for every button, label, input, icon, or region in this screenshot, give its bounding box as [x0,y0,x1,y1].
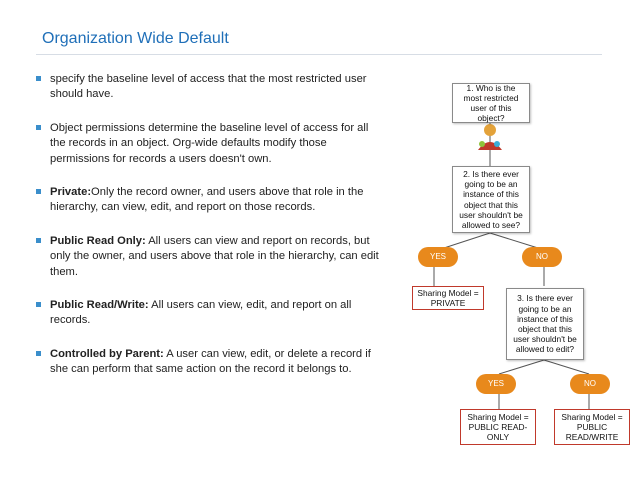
bullet-item: Object permissions determine the baselin… [36,121,384,167]
bullet-item: Public Read/Write: All users can view, e… [36,298,384,329]
private-model-box: Sharing Model = PRIVATE [412,286,484,310]
bullet-text: All users can view, edit, and report on … [50,299,352,327]
yes-badge: YES [476,374,516,394]
bullet-item: Public Read Only: All users can view and… [36,234,384,280]
bullet-marker [36,350,41,356]
public-read-write-text: Sharing Model = PUBLIC READ/WRITE [561,411,623,443]
bullet-item: Private:Only the record owner, and users… [36,185,384,216]
bullet-marker [36,189,41,195]
bullet-bold: Public Read/Write: [50,299,149,312]
question-3-text: 3. Is there ever going to be an instance… [513,293,577,355]
bullet-marker [36,302,41,308]
public-read-only-box: Sharing Model = PUBLIC READ-ONLY [460,409,536,445]
question-3-box: 3. Is there ever going to be an instance… [506,288,584,360]
bullet-text: specify the baseline level of access tha… [50,73,367,101]
bullet-marker [36,237,41,243]
flowchart-connectors [433,123,590,409]
public-read-write-box: Sharing Model = PUBLIC READ/WRITE [554,409,630,445]
no-badge: NO [570,374,610,394]
bullet-bold: Public Read Only: [50,234,146,247]
bullet-marker [36,124,41,130]
person-icon [478,124,502,150]
title-divider [36,54,602,55]
question-1-text: 1. Who is the most restricted user of th… [463,82,519,124]
bullet-text: A user can view, edit, or delete a recor… [50,347,371,376]
sharing-model-flowchart: 1. Who is the most restricted user of th… [404,78,634,448]
bullet-item: Controlled by Parent: A user can view, e… [36,347,384,378]
no-badge: NO [522,247,562,267]
question-2-text: 2. Is there ever going to be an instance… [459,168,523,230]
bullet-list: specify the baseline level of access tha… [36,72,384,396]
question-2-box: 2. Is there ever going to be an instance… [452,166,530,233]
bullet-bold: Private: [50,186,92,199]
bullet-text: Only the record owner, and users above t… [50,186,364,214]
bullet-text: All users can view and report on records… [50,234,379,278]
private-model-text: Sharing Model = PRIVATE [417,287,479,308]
public-read-only-text: Sharing Model = PUBLIC READ-ONLY [467,411,529,443]
bullet-bold: Controlled by Parent: [50,347,164,360]
yes-badge: YES [418,247,458,267]
bullet-marker [36,76,41,81]
bullet-item: specify the baseline level of access tha… [36,72,384,103]
question-1-box: 1. Who is the most restricted user of th… [452,83,530,123]
bullet-text: Object permissions determine the baselin… [50,121,369,165]
slide-title: Organization Wide Default [42,30,229,47]
